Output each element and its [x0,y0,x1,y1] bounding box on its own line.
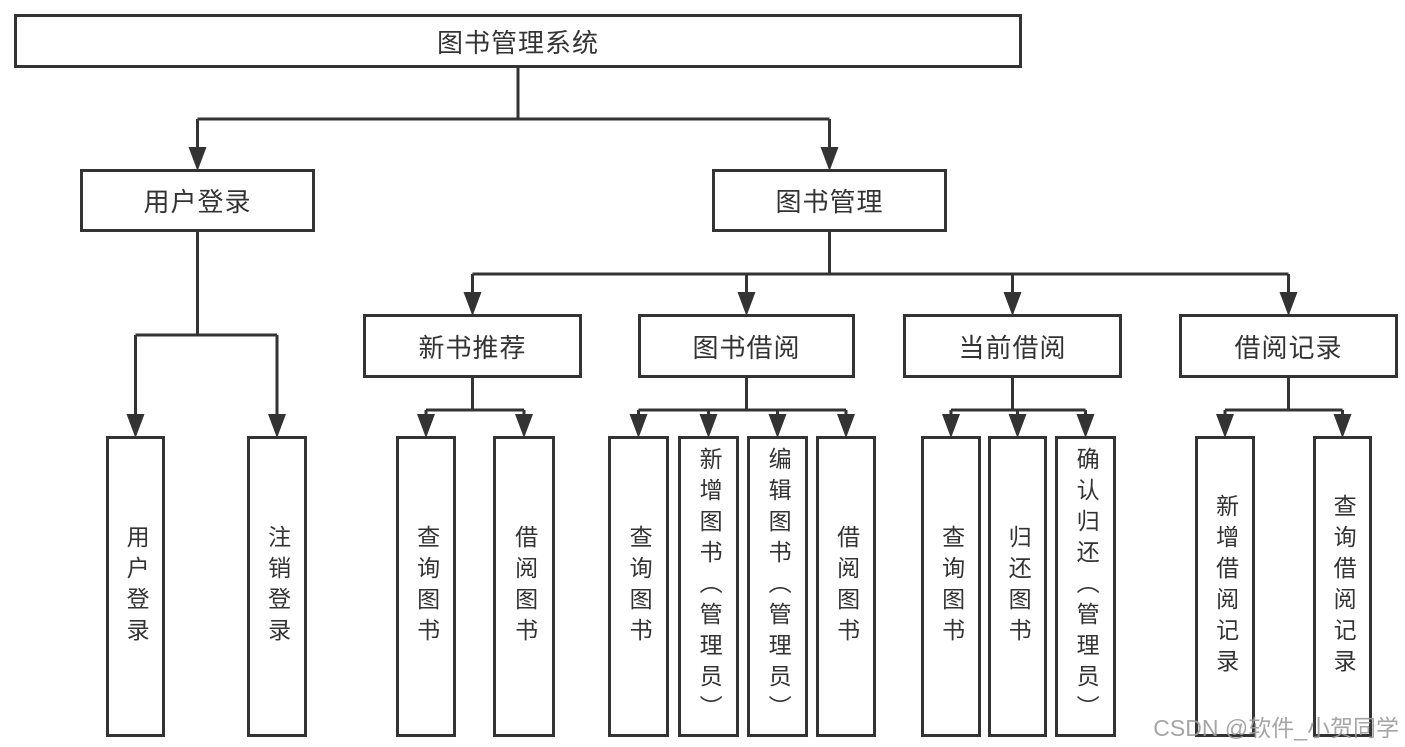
node-cb-confirm-return-admin: 确认归还（管理员） [1055,436,1116,737]
node-label-bb-add-book-admin: 新增图书（管理员） [696,447,723,726]
node-book-management: 图书管理 [712,169,947,232]
node-library-management-system: 图书管理系统 [14,14,1022,68]
node-bb-add-book-admin: 新增图书（管理员） [678,436,739,737]
node-label-book-borrowing: 图书借阅 [692,332,801,363]
node-borrowing-records: 借阅记录 [1179,314,1398,378]
node-bb-borrow-books: 借阅图书 [816,436,876,737]
node-user-login-action: 用户登录 [106,436,165,737]
node-label-nbr-query-books: 查询图书 [413,524,440,649]
node-label-bb-borrow-books: 借阅图书 [833,524,860,649]
node-current-borrowing: 当前借阅 [903,314,1122,378]
watermark-text: CSDN @软件_小贺同学 [1153,715,1399,741]
node-label-cb-query-books: 查询图书 [938,524,965,649]
node-cb-query-books: 查询图书 [921,436,981,737]
node-label-book-management: 图书管理 [775,187,884,217]
node-br-query-borrow-record: 查询借阅记录 [1313,436,1372,737]
node-label-logout-action: 注销登录 [264,524,291,649]
node-label-library-management-system: 图书管理系统 [436,27,599,58]
node-br-add-borrow-record: 新增借阅记录 [1195,436,1255,737]
node-label-br-add-borrow-record: 新增借阅记录 [1212,493,1239,680]
node-label-br-query-borrow-record: 查询借阅记录 [1330,493,1357,680]
node-label-current-borrowing: 当前借阅 [958,332,1067,363]
node-label-new-book-recommendation: 新书推荐 [418,332,527,363]
node-label-cb-return-book: 归还图书 [1005,524,1032,649]
node-label-cb-confirm-return-admin: 确认归还（管理员） [1073,447,1100,726]
node-cb-return-book: 归还图书 [988,436,1047,737]
node-label-bb-query-books: 查询图书 [626,524,653,649]
node-user-login: 用户登录 [80,169,315,232]
node-bb-query-books: 查询图书 [608,436,669,737]
node-label-user-login-action: 用户登录 [123,524,150,649]
node-label-borrowing-records: 借阅记录 [1234,332,1343,363]
node-new-book-recommendation: 新书推荐 [363,314,582,378]
node-label-bb-edit-book-admin: 编辑图书（管理员） [765,447,792,726]
node-label-user-login: 用户登录 [143,187,252,217]
node-bb-edit-book-admin: 编辑图书（管理员） [747,436,808,737]
node-nbr-query-books: 查询图书 [396,436,456,737]
node-nbr-borrow-books: 借阅图书 [493,436,555,737]
node-label-nbr-borrow-books: 借阅图书 [511,524,538,649]
node-book-borrowing: 图书借阅 [638,314,855,378]
node-logout-action: 注销登录 [247,436,307,737]
